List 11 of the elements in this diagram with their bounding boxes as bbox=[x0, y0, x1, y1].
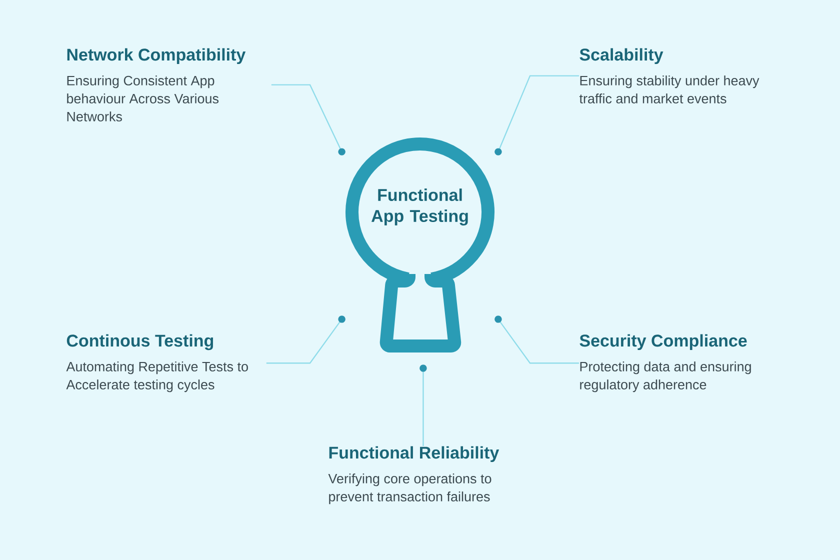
keyhole-drawing: Functional App Testing bbox=[346, 138, 494, 352]
feature-text: Scalability Ensuring stability under heavy traffic and market events bbox=[579, 48, 760, 104]
leader-line bbox=[420, 364, 427, 446]
feature-text: Security Compliance Protecting data and ensuring regulatory adherence bbox=[580, 334, 751, 392]
feature-text: Functional Reliability Verifying core operations to prevent transaction failures bbox=[328, 446, 500, 504]
leader-line bbox=[271, 84, 346, 156]
feature-text: Continous Testing Automating Repetitive Tests to Accelerate testing cycles bbox=[66, 334, 248, 392]
feature-text: Network Compatibility Ensuring Consistent App behaviour Across Various Networks bbox=[67, 48, 246, 122]
leader-line bbox=[266, 316, 346, 364]
leader-line bbox=[494, 75, 579, 156]
leader-line bbox=[494, 316, 579, 364]
